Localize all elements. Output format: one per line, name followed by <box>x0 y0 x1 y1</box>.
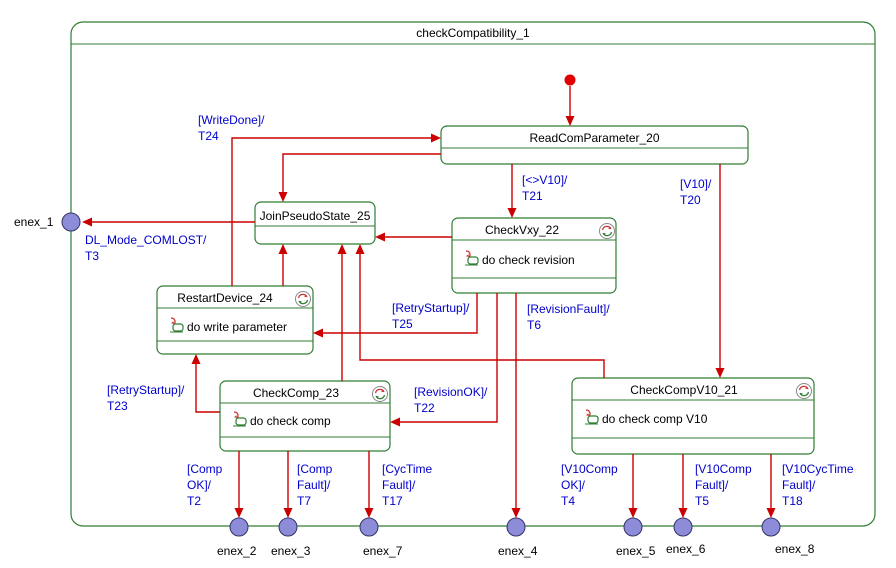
transition-label-t24: [WriteDone]/ T24 <box>198 113 268 143</box>
transition-label-t20: [V10]/ T20 <box>680 177 715 207</box>
transition-label-t18: [V10CycTime Fault]/ T18 <box>782 462 857 508</box>
state-name: CheckVxy_22 <box>485 223 559 237</box>
do-activity: do check comp V10 <box>602 412 708 426</box>
transition-label-t21: [<>V10]/ T21 <box>522 173 571 203</box>
exit-label: enex_1 <box>14 215 54 229</box>
state-name: RestartDevice_24 <box>177 291 273 305</box>
exit-point-enex-2[interactable] <box>229 517 249 537</box>
state-name: JoinPseudoState_25 <box>260 209 371 223</box>
state-read-com-parameter[interactable]: ReadComParameter_20 <box>440 125 749 165</box>
exit-labels: enex_1 enex_2 enex_3 enex_7 enex_4 enex_… <box>14 215 815 558</box>
exit-point-enex-3[interactable] <box>278 517 298 537</box>
exit-label: enex_7 <box>363 544 403 558</box>
do-activity: do write parameter <box>187 320 287 334</box>
exit-label: enex_2 <box>217 544 257 558</box>
exit-point-enex-5[interactable] <box>623 517 643 537</box>
state-name: CheckCompV10_21 <box>630 383 738 397</box>
exit-point-enex-4[interactable] <box>506 517 526 537</box>
transition-label-t17: [CycTime Fault]/ T17 <box>382 462 436 508</box>
state-name: ReadComParameter_20 <box>529 131 659 145</box>
transition-labels: [WriteDone]/ T24 [<>V10]/ T21 [V10]/ T20… <box>85 113 857 508</box>
exit-label: enex_3 <box>271 544 311 558</box>
cycle-arrows-icon <box>795 382 813 400</box>
exit-label: enex_4 <box>498 544 538 558</box>
transition-label-t7: [Comp Fault]/ T7 <box>297 462 336 508</box>
state-check-comp[interactable]: CheckComp_23 do check comp <box>219 380 391 452</box>
exit-label: enex_8 <box>775 542 815 556</box>
transition-label-t6: [RevisionFault]/ T6 <box>527 302 613 332</box>
transition-label-t25: [RetryStartup]/ T25 <box>392 301 473 331</box>
exit-label: enex_5 <box>616 544 656 558</box>
transition-label-t5: [V10Comp Fault]/ T5 <box>695 462 755 508</box>
transition-label-t23: [RetryStartup]/ T23 <box>107 383 188 413</box>
cycle-arrows-icon <box>598 222 616 240</box>
transition-label-t4: [V10Comp OK]/ T4 <box>561 462 621 508</box>
state-restart-device[interactable]: RestartDevice_24 do write parameter <box>156 285 314 355</box>
exit-point-enex-7[interactable] <box>359 517 379 537</box>
transition-label-t3: DL_Mode_COMLOST/ T3 <box>85 233 210 263</box>
container-title: checkCompatibility_1 <box>416 26 530 40</box>
transition-label-t2: [Comp OK]/ T2 <box>187 462 226 508</box>
initial-state[interactable] <box>564 74 576 86</box>
exit-point-enex-8[interactable] <box>761 517 781 537</box>
transition-label-t22: [RevisionOK]/ T22 <box>414 385 491 415</box>
do-activity: do check comp <box>250 414 331 428</box>
exit-point-enex-1[interactable] <box>61 212 81 232</box>
exit-points <box>61 212 781 537</box>
exit-point-enex-6[interactable] <box>673 517 693 537</box>
transitions <box>82 86 776 518</box>
state-name: CheckComp_23 <box>253 386 339 400</box>
cycle-arrows-icon <box>371 385 389 403</box>
state-check-vxy[interactable]: CheckVxy_22 do check revision <box>451 217 617 294</box>
exit-label: enex_6 <box>666 542 706 556</box>
state-check-comp-v10[interactable]: CheckCompV10_21 do check comp V10 <box>571 377 815 455</box>
state-join-pseudo-state[interactable]: JoinPseudoState_25 <box>254 201 376 245</box>
cycle-arrows-icon <box>294 290 312 308</box>
do-activity: do check revision <box>482 253 575 267</box>
